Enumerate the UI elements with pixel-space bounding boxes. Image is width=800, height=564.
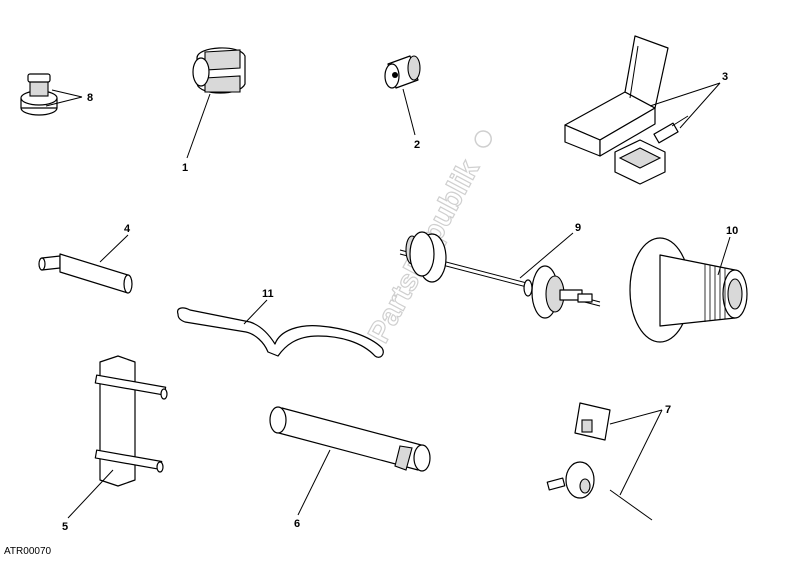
callout-8: 8 xyxy=(87,92,93,104)
part-11-hook-spanner xyxy=(177,307,384,358)
part-3-gauge xyxy=(614,115,689,185)
part-5-bracket xyxy=(94,355,168,487)
callout-6: 6 xyxy=(294,518,300,530)
part-10-threaded-sleeve xyxy=(629,237,748,343)
callout-3: 3 xyxy=(722,71,728,83)
part-7-plate xyxy=(574,402,611,441)
callout-10: 10 xyxy=(726,225,738,237)
watermark-gear-icon xyxy=(474,130,492,148)
callout-11: 11 xyxy=(262,288,274,300)
callout-1: 1 xyxy=(182,162,188,174)
part-2-sleeve xyxy=(384,55,421,89)
part-8-pin xyxy=(20,73,58,116)
part-7-collar xyxy=(546,461,595,499)
callout-5: 5 xyxy=(62,521,68,533)
callout-4: 4 xyxy=(124,223,131,235)
callout-7: 7 xyxy=(665,404,671,416)
part-1-split-bushing xyxy=(192,47,246,94)
drawing-part-number: ATR00070 xyxy=(4,546,52,557)
callout-9: 9 xyxy=(575,222,581,234)
part-4-shaft xyxy=(38,253,133,294)
part-6-cylinder xyxy=(269,406,431,472)
callout-2: 2 xyxy=(414,139,420,151)
part-7-pin xyxy=(609,489,653,521)
part-3-tool-case xyxy=(564,35,669,157)
part-9-puller xyxy=(399,231,601,319)
